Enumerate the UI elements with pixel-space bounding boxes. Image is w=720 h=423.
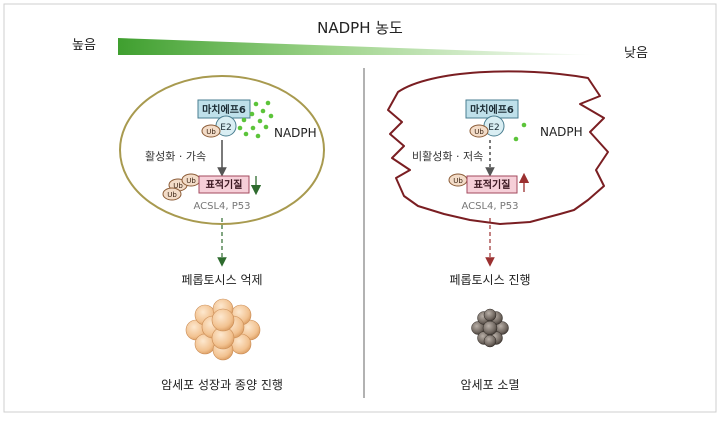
- left-process-label: 활성화 · 가속: [145, 149, 206, 163]
- left-ub-cluster: [162, 173, 201, 201]
- right-substrate-label: 표적기질: [474, 178, 511, 191]
- right-result-label: 암세포 소멸: [460, 378, 519, 392]
- right-ub-label: Ub: [474, 128, 484, 136]
- right-e2-label: E2: [488, 123, 499, 133]
- right-enzyme-label: 마치에프6: [470, 103, 514, 116]
- right-nadph-dots: [513, 122, 527, 142]
- nadph-low-label: 낮음: [624, 46, 648, 61]
- left-e2-label: E2: [220, 123, 231, 133]
- left-ub-label: Ub: [206, 128, 216, 136]
- left-outcome-label: 페롭토시스 억제: [181, 273, 262, 287]
- left-substrate-box: [198, 175, 250, 194]
- left-substrate-targets: ACSL4, P53: [193, 201, 250, 212]
- right-ub-ellipse: [469, 124, 489, 138]
- left-ub-cluster-label-3: Ub: [167, 191, 177, 199]
- left-substrate-label: 표적기질: [206, 178, 243, 191]
- nadph-high-label: 높음: [72, 38, 96, 53]
- nadph-concentration-title: NADPH 농도: [317, 19, 403, 37]
- left-nadph-label: NADPH: [274, 126, 317, 140]
- right-outcome-label: 페롭토시스 진행: [449, 272, 530, 287]
- left-ub-cluster-label-1: Ub: [173, 182, 183, 190]
- left-enzyme-label: 마치에프6: [202, 103, 246, 116]
- right-process-label: 비활성화 · 저속: [412, 149, 483, 163]
- left-nadph-dots: [237, 100, 274, 139]
- left-cell-outline: [119, 75, 325, 225]
- right-cell-outline-damaged: [387, 70, 609, 225]
- right-dying-cell-cluster: [471, 308, 509, 348]
- left-ub-cluster-label-2: Ub: [186, 177, 196, 185]
- right-ub-single-label: Ub: [453, 177, 463, 185]
- outer-frame: [3, 3, 717, 413]
- right-substrate-targets: ACSL4, P53: [461, 201, 518, 212]
- right-nadph-label: NADPH: [540, 125, 583, 139]
- left-ub-ellipse: [201, 124, 221, 138]
- nadph-gradient-wedge: [118, 38, 596, 55]
- left-tumor-cluster: [185, 298, 261, 361]
- left-result-label: 암세포 성장과 종양 진행: [161, 377, 283, 392]
- right-substrate-box: [466, 175, 518, 194]
